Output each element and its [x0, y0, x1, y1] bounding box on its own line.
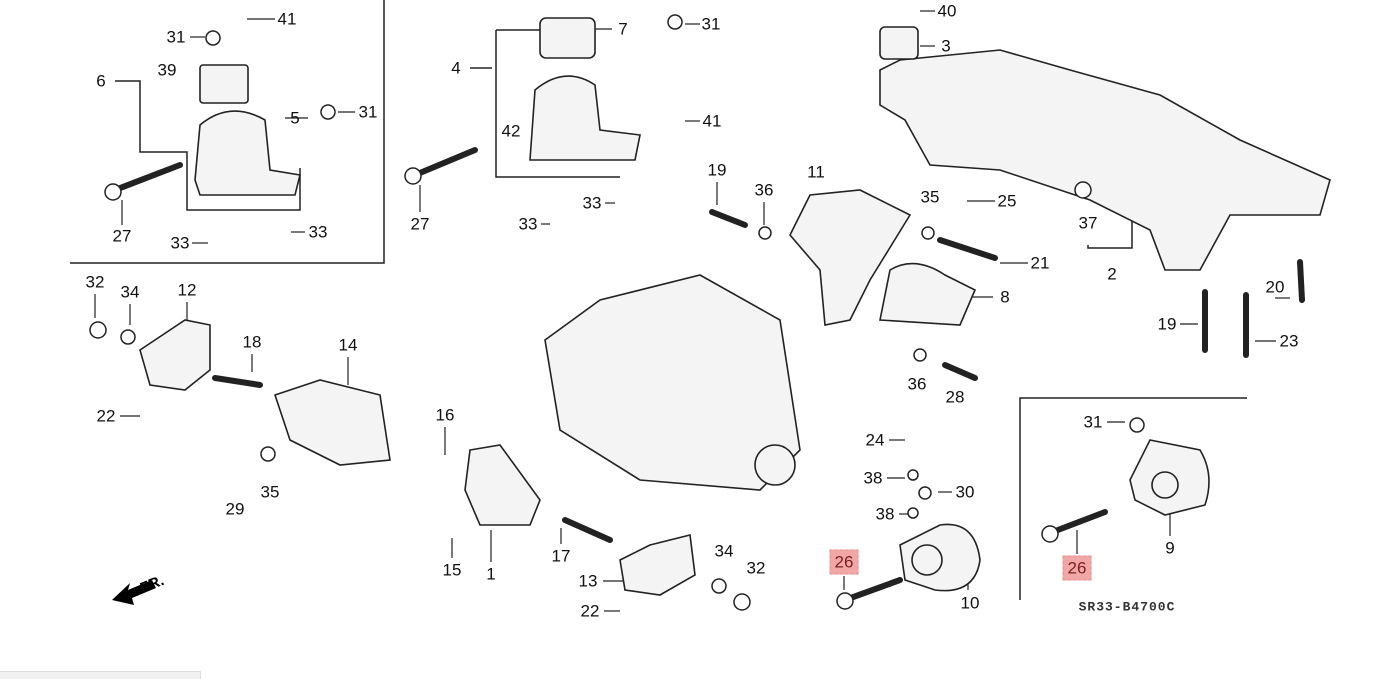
callout-label: 5: [290, 108, 300, 128]
callout-label: 16: [435, 405, 455, 425]
mount-5: [194, 110, 301, 196]
callout-label: 8: [1000, 287, 1010, 307]
callout-label: 35: [920, 187, 940, 207]
callout-label: 17: [551, 546, 571, 566]
callout-label: 23: [1279, 331, 1299, 351]
stopper-7: [539, 17, 596, 59]
callout-label: 36: [754, 180, 774, 200]
callout-label: 14: [338, 335, 358, 355]
callout-label: 40: [937, 1, 957, 21]
diagram-code: SR33-B4700C: [1078, 599, 1176, 615]
bolt-19: [709, 209, 748, 228]
bolt-21: [937, 237, 998, 261]
pulley: [754, 444, 796, 486]
callout-label: 38: [863, 468, 883, 488]
subframe-2: [879, 49, 1331, 271]
callout-label: 10: [960, 593, 980, 613]
callout-label: 34: [714, 541, 734, 561]
callout-label: 27: [112, 226, 132, 246]
bolt-18: [212, 375, 263, 388]
callout-label: 38: [875, 504, 895, 524]
engine: [544, 274, 801, 491]
callout-label: 18: [242, 332, 262, 352]
callout-label: 31: [166, 27, 186, 47]
callout-label: 42: [501, 121, 521, 141]
mount-8: [879, 262, 977, 326]
bottom-panel-edge: [0, 671, 201, 679]
callout-label: 6: [96, 71, 106, 91]
callout-label: 33: [170, 233, 190, 253]
front-direction-arrow: [112, 580, 156, 605]
stopper-3: [879, 26, 919, 60]
highlighted-part-26-link[interactable]: 26: [1062, 555, 1092, 581]
callout-label: 1: [486, 564, 496, 584]
center-group-frame: [495, 30, 620, 178]
callout-label: 22: [96, 406, 116, 426]
callout-label: 24: [865, 430, 885, 450]
callout-label: 32: [746, 558, 766, 578]
callout-label: 11: [807, 162, 825, 182]
callout-label: 3: [941, 36, 951, 56]
callout-label: 9: [1165, 538, 1175, 558]
left-group-frame: [70, 0, 385, 264]
bracket-39: [199, 64, 249, 104]
bracket-11: [789, 189, 912, 326]
bolt-17: [562, 517, 613, 543]
callout-label: 31: [701, 14, 721, 34]
callout-label: 15: [442, 560, 462, 580]
callout-label: 35: [260, 482, 280, 502]
callout-label: 21: [1030, 253, 1050, 273]
bracket-1: [464, 444, 541, 526]
callout-label: 28: [945, 387, 965, 407]
highlighted-part-26-link[interactable]: 26: [829, 549, 859, 575]
callout-label: 19: [1157, 314, 1177, 334]
bolt-27: [112, 162, 183, 193]
bolt-20: [1297, 259, 1305, 303]
bracket-12: [139, 319, 211, 391]
callout-label: 29: [225, 499, 245, 519]
bolt-26b: [1047, 509, 1108, 536]
callout-label: 22: [580, 601, 600, 621]
callout-label: 20: [1265, 277, 1285, 297]
callout-label: 30: [955, 482, 975, 502]
callout-label: 31: [1083, 412, 1103, 432]
callout-label: 39: [157, 60, 177, 80]
callout-label: 7: [618, 19, 628, 39]
callout-label: 37: [1078, 213, 1098, 233]
bolt-26: [842, 577, 903, 603]
callout-label: 41: [277, 9, 297, 29]
callout-label: 33: [582, 193, 602, 213]
callout-label: 36: [907, 374, 927, 394]
callout-label: 27: [410, 214, 430, 234]
right-group-frame: [1019, 397, 1247, 600]
mount-4: [529, 75, 641, 161]
callout-label: 33: [308, 222, 328, 242]
callout-label: 32: [85, 272, 105, 292]
callout-label: 2: [1107, 264, 1117, 284]
callout-label: 25: [997, 191, 1017, 211]
bracket-14: [273, 379, 391, 466]
callout-label: 31: [358, 102, 378, 122]
bolt-28: [942, 362, 978, 381]
callout-label: 41: [702, 111, 722, 131]
callout-label: 13: [578, 571, 598, 591]
callout-label: 33: [518, 214, 538, 234]
callout-label: 12: [177, 280, 197, 300]
bolt-27: [412, 147, 478, 178]
callout-label: 19: [707, 160, 727, 180]
callout-label: 34: [120, 282, 140, 302]
bracket-13: [619, 534, 696, 596]
callout-label: 4: [451, 58, 461, 78]
